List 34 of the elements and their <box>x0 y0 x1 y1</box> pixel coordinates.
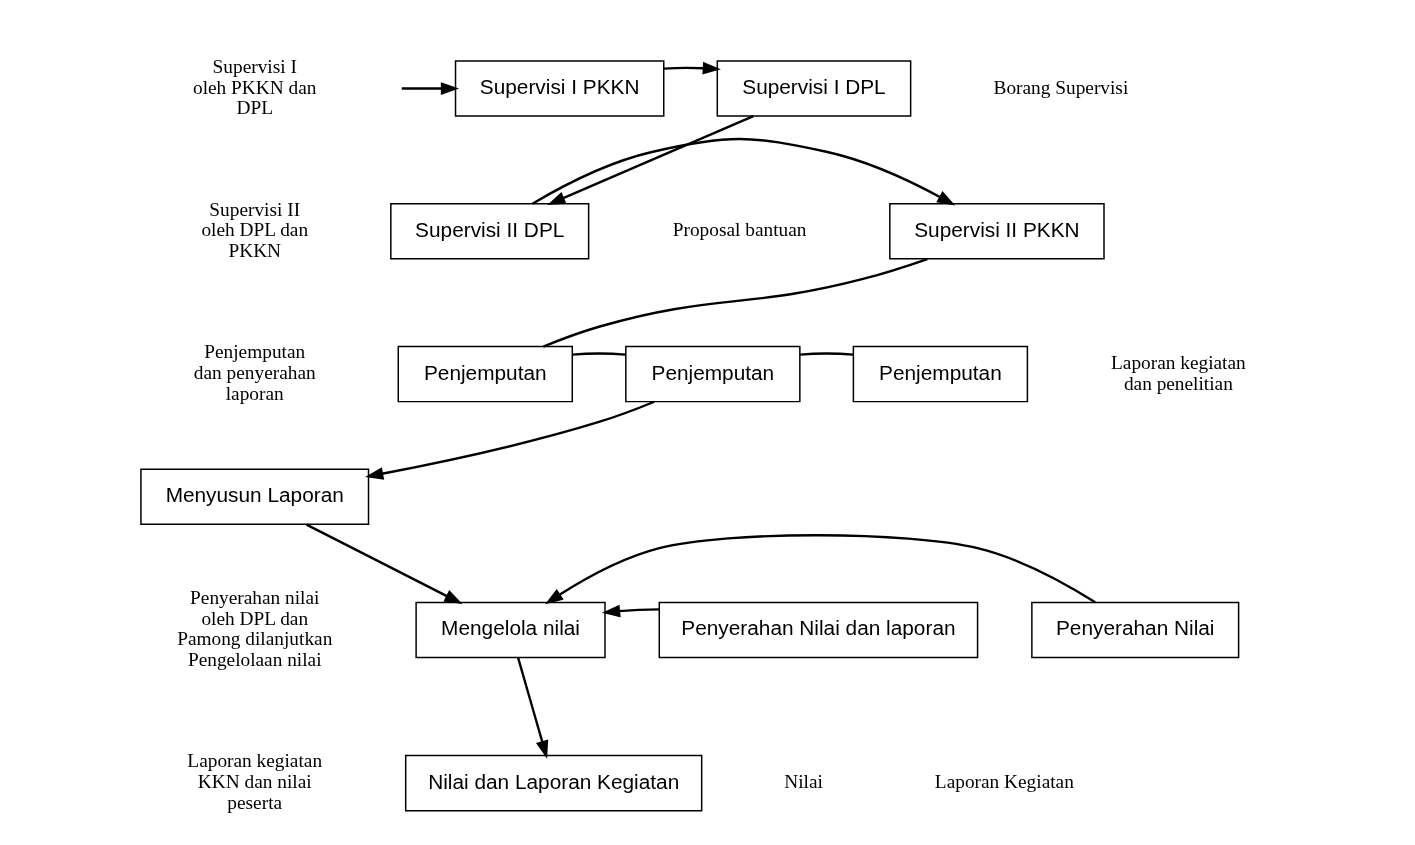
label: Laporan Kegiatan <box>934 771 1074 793</box>
label: Laporan kegiatan dan penelitian <box>1110 351 1246 394</box>
connector <box>542 257 928 348</box>
node-box: Supervisi I PKKN <box>454 60 664 117</box>
label: Nilai <box>783 771 823 793</box>
node-box: Penyerahan Nilai dan laporan <box>658 601 978 659</box>
node-box: Penjemputan <box>624 345 801 403</box>
arrow <box>663 61 721 75</box>
connector <box>571 352 626 356</box>
arrow <box>516 657 548 759</box>
label: Supervisi II oleh DPL dan PKKN <box>200 198 308 262</box>
node-box: Penjemputan <box>397 345 573 403</box>
node-box: Penyerahan Nilai <box>1030 601 1239 659</box>
arrow <box>305 523 462 604</box>
arrow <box>544 534 1096 605</box>
node-box: Penjemputan <box>852 345 1028 403</box>
label: Penjemputan dan penyerahan laporan <box>193 341 316 404</box>
node-box: Mengelola nilai <box>414 601 606 659</box>
node-box: Supervisi II DPL <box>389 203 589 260</box>
arrow <box>546 115 754 206</box>
label: Proposal bantuan <box>672 219 806 241</box>
node-box: Menyusun Laporan <box>139 468 369 526</box>
arrow <box>401 82 459 95</box>
node-box: Supervisi I DPL <box>716 60 911 117</box>
node-box: Supervisi II PKKN <box>888 203 1105 260</box>
connector <box>799 352 853 356</box>
label: Laporan kegiatan KKN dan nilai peserta <box>186 750 322 814</box>
arrow <box>531 137 955 206</box>
node-box: Nilai dan Laporan Kegiatan <box>404 754 702 812</box>
label: Penyerahan nilai oleh DPL dan Pamong dilanjutkan Pengelolaan nilai <box>176 586 332 671</box>
arrow <box>601 604 659 618</box>
label: Borang Supervisi <box>993 76 1128 98</box>
label: Supervisi I oleh PKKN dan DPL <box>192 55 316 119</box>
arrow <box>364 400 655 480</box>
